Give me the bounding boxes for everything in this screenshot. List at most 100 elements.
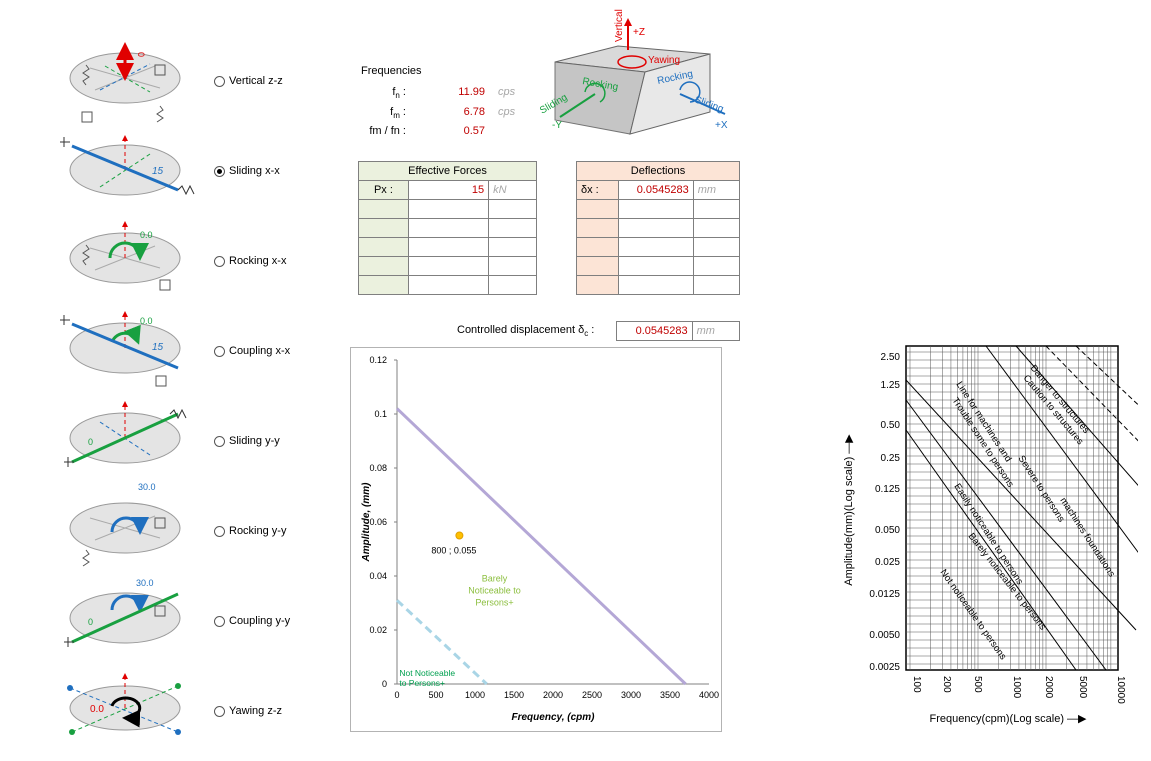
ref-x-tick-label: 100 xyxy=(911,676,922,693)
ratio-label: fm / fn : xyxy=(369,125,406,137)
mode-diagram-sliding-xx: 15 xyxy=(60,135,195,196)
ref-y-tick-label: 0.0025 xyxy=(869,662,900,673)
deflections-table: Deflections δx : 0.0545283 mm xyxy=(575,161,741,295)
radio-coupling-xx[interactable] xyxy=(214,345,225,357)
ref-x-tick-label: 2000 xyxy=(1043,676,1054,699)
mode-diagram-rocking-xx: 0.0 xyxy=(69,221,181,291)
ref-x-tick-label: 1000 xyxy=(1011,676,1022,699)
mode-diagrams: 0 15 0.0 0.0 15 xyxy=(60,42,195,735)
y-tick-label: 0.1 xyxy=(374,409,387,419)
x-tick-label: 2500 xyxy=(582,690,602,700)
effective-forces-title: Effective Forces xyxy=(358,161,537,181)
series-line xyxy=(395,599,488,686)
mode-diagram-coupling-xx: 0.0 15 xyxy=(60,311,181,387)
y-tick-label: 0 xyxy=(382,679,387,689)
mode-option-coupling-xx[interactable]: Coupling x-x xyxy=(214,345,290,357)
effective-forces-table: Effective Forces Px : 15 kN xyxy=(358,161,537,295)
radio-sliding-yy[interactable] xyxy=(214,435,225,447)
mode-diagram-sliding-yy: 0 xyxy=(64,401,187,467)
mode-value-rocking-xx: 0.0 xyxy=(140,230,153,240)
y-tick-label: 0.08 xyxy=(369,463,387,473)
ref-y-tick-label: 0.125 xyxy=(875,484,900,495)
x-tick-label: 3500 xyxy=(660,690,680,700)
ref-band-line xyxy=(905,429,1077,671)
y-tick-label: 0.06 xyxy=(369,517,387,527)
ref-y-tick-label: 2.50 xyxy=(881,352,901,363)
ref-y-tick-label: 0.50 xyxy=(881,420,901,431)
mode-value-coupling-xx: 0.0 xyxy=(140,316,153,326)
annotation-barely-noticeable: Noticeable to xyxy=(468,585,521,595)
annotation-barely-noticeable: Barely xyxy=(482,573,508,583)
x-tick-label: 500 xyxy=(428,690,443,700)
radio-vertical-zz[interactable] xyxy=(214,75,225,87)
px-unit: kN xyxy=(488,180,537,200)
mode-value2-coupling-yy: 0 xyxy=(88,617,93,627)
fm-unit: cps xyxy=(498,106,516,118)
mode-label: Sliding x-x xyxy=(229,165,280,177)
mode-option-rocking-xx[interactable]: Rocking x-x xyxy=(214,255,286,267)
ref-band-line xyxy=(905,399,1107,671)
cube-yawing-label: Yawing xyxy=(648,55,680,66)
ref-band-line xyxy=(905,379,1137,631)
y-tick-label: 0.04 xyxy=(369,571,387,581)
mode-option-rocking-yy[interactable]: Rocking y-y xyxy=(214,525,286,537)
mode-option-sliding-yy[interactable]: Sliding y-y xyxy=(214,435,280,447)
ratio-value: 0.57 xyxy=(463,125,485,137)
ref-x-tick-label: 10000 xyxy=(1115,676,1126,704)
ref-band-line xyxy=(985,345,1138,553)
ref-y-axis-title: Amplitude(mm)(Log scale) —▶ xyxy=(843,434,855,586)
data-point-label: 800 ; 0.055 xyxy=(431,546,476,556)
radio-coupling-yy[interactable] xyxy=(214,615,225,627)
mode-value-sliding-xx: 15 xyxy=(152,166,164,177)
dx-unit: mm xyxy=(692,180,741,200)
controlled-displacement-box: 0.0545283 mm xyxy=(616,321,741,341)
fn-value: 11.99 xyxy=(458,86,485,98)
radio-sliding-xx[interactable] xyxy=(214,165,225,177)
mode-value2-coupling-xx: 15 xyxy=(152,342,164,353)
mode-value-vertical: 0 xyxy=(136,52,146,57)
axes-cube-diagram: Vertical +Z Yawing Rocking Rocking Slidi… xyxy=(540,9,728,135)
ref-y-tick-label: 0.025 xyxy=(875,557,900,568)
mode-label: Rocking x-x xyxy=(229,255,287,267)
dx-label: δx : xyxy=(575,180,620,200)
ref-y-tick-label: 0.0050 xyxy=(869,630,900,641)
reference-vibration-chart: 2.501.250.500.250.1250.0500.0250.01250.0… xyxy=(843,345,1138,725)
controlled-displacement-value: 0.0545283 xyxy=(616,321,693,341)
fm-label: fm : xyxy=(390,106,406,121)
ref-band-line xyxy=(1015,345,1138,486)
mode-option-coupling-yy[interactable]: Coupling y-y xyxy=(214,615,290,627)
x-tick-label: 4000 xyxy=(699,690,719,700)
px-label: Px : xyxy=(358,180,409,200)
mode-diagram-rocking-yy: 30.0 xyxy=(69,482,181,567)
x-tick-label: 1000 xyxy=(465,690,485,700)
mode-option-yawing-zz[interactable]: Yawing z-z xyxy=(214,705,282,717)
annotation-not-noticeable: to Persons+ xyxy=(399,678,445,688)
radio-rocking-xx[interactable] xyxy=(214,255,225,267)
controlled-displacement-label: Controlled displacement δc : xyxy=(457,324,595,339)
cube-minus-y-label: -Y xyxy=(552,120,562,131)
ref-x-tick-label: 500 xyxy=(972,676,983,693)
radio-yawing-zz[interactable] xyxy=(214,705,225,717)
radio-rocking-yy[interactable] xyxy=(214,525,225,537)
cube-vertical-label: Vertical xyxy=(614,9,625,42)
mode-option-vertical-zz[interactable]: Vertical z-z xyxy=(214,75,283,87)
mode-option-sliding-xx[interactable]: Sliding x-x xyxy=(214,165,280,177)
cube-plus-z-label: +Z xyxy=(633,27,645,38)
ref-y-tick-label: 0.25 xyxy=(881,453,901,464)
cube-plus-x-label: +X xyxy=(715,120,728,131)
ref-band-label: Severe to persons xyxy=(1015,454,1066,525)
mode-label: Coupling y-y xyxy=(229,615,291,627)
mode-value-rocking-yy: 30.0 xyxy=(138,482,156,492)
y-tick-label: 0.12 xyxy=(369,355,387,365)
ref-y-tick-label: 1.25 xyxy=(881,380,901,391)
mode-value-sliding-yy: 0 xyxy=(88,437,93,447)
fn-label: fn : xyxy=(392,86,406,101)
px-value-cell[interactable]: 15 xyxy=(407,180,490,200)
ref-y-tick-label: 0.0125 xyxy=(869,589,900,600)
x-tick-label: 1500 xyxy=(504,690,524,700)
mode-value-coupling-yy: 30.0 xyxy=(136,578,154,588)
ref-x-tick-label: 5000 xyxy=(1077,676,1088,699)
mode-diagram-coupling-yy: 30.0 0 xyxy=(64,578,181,647)
